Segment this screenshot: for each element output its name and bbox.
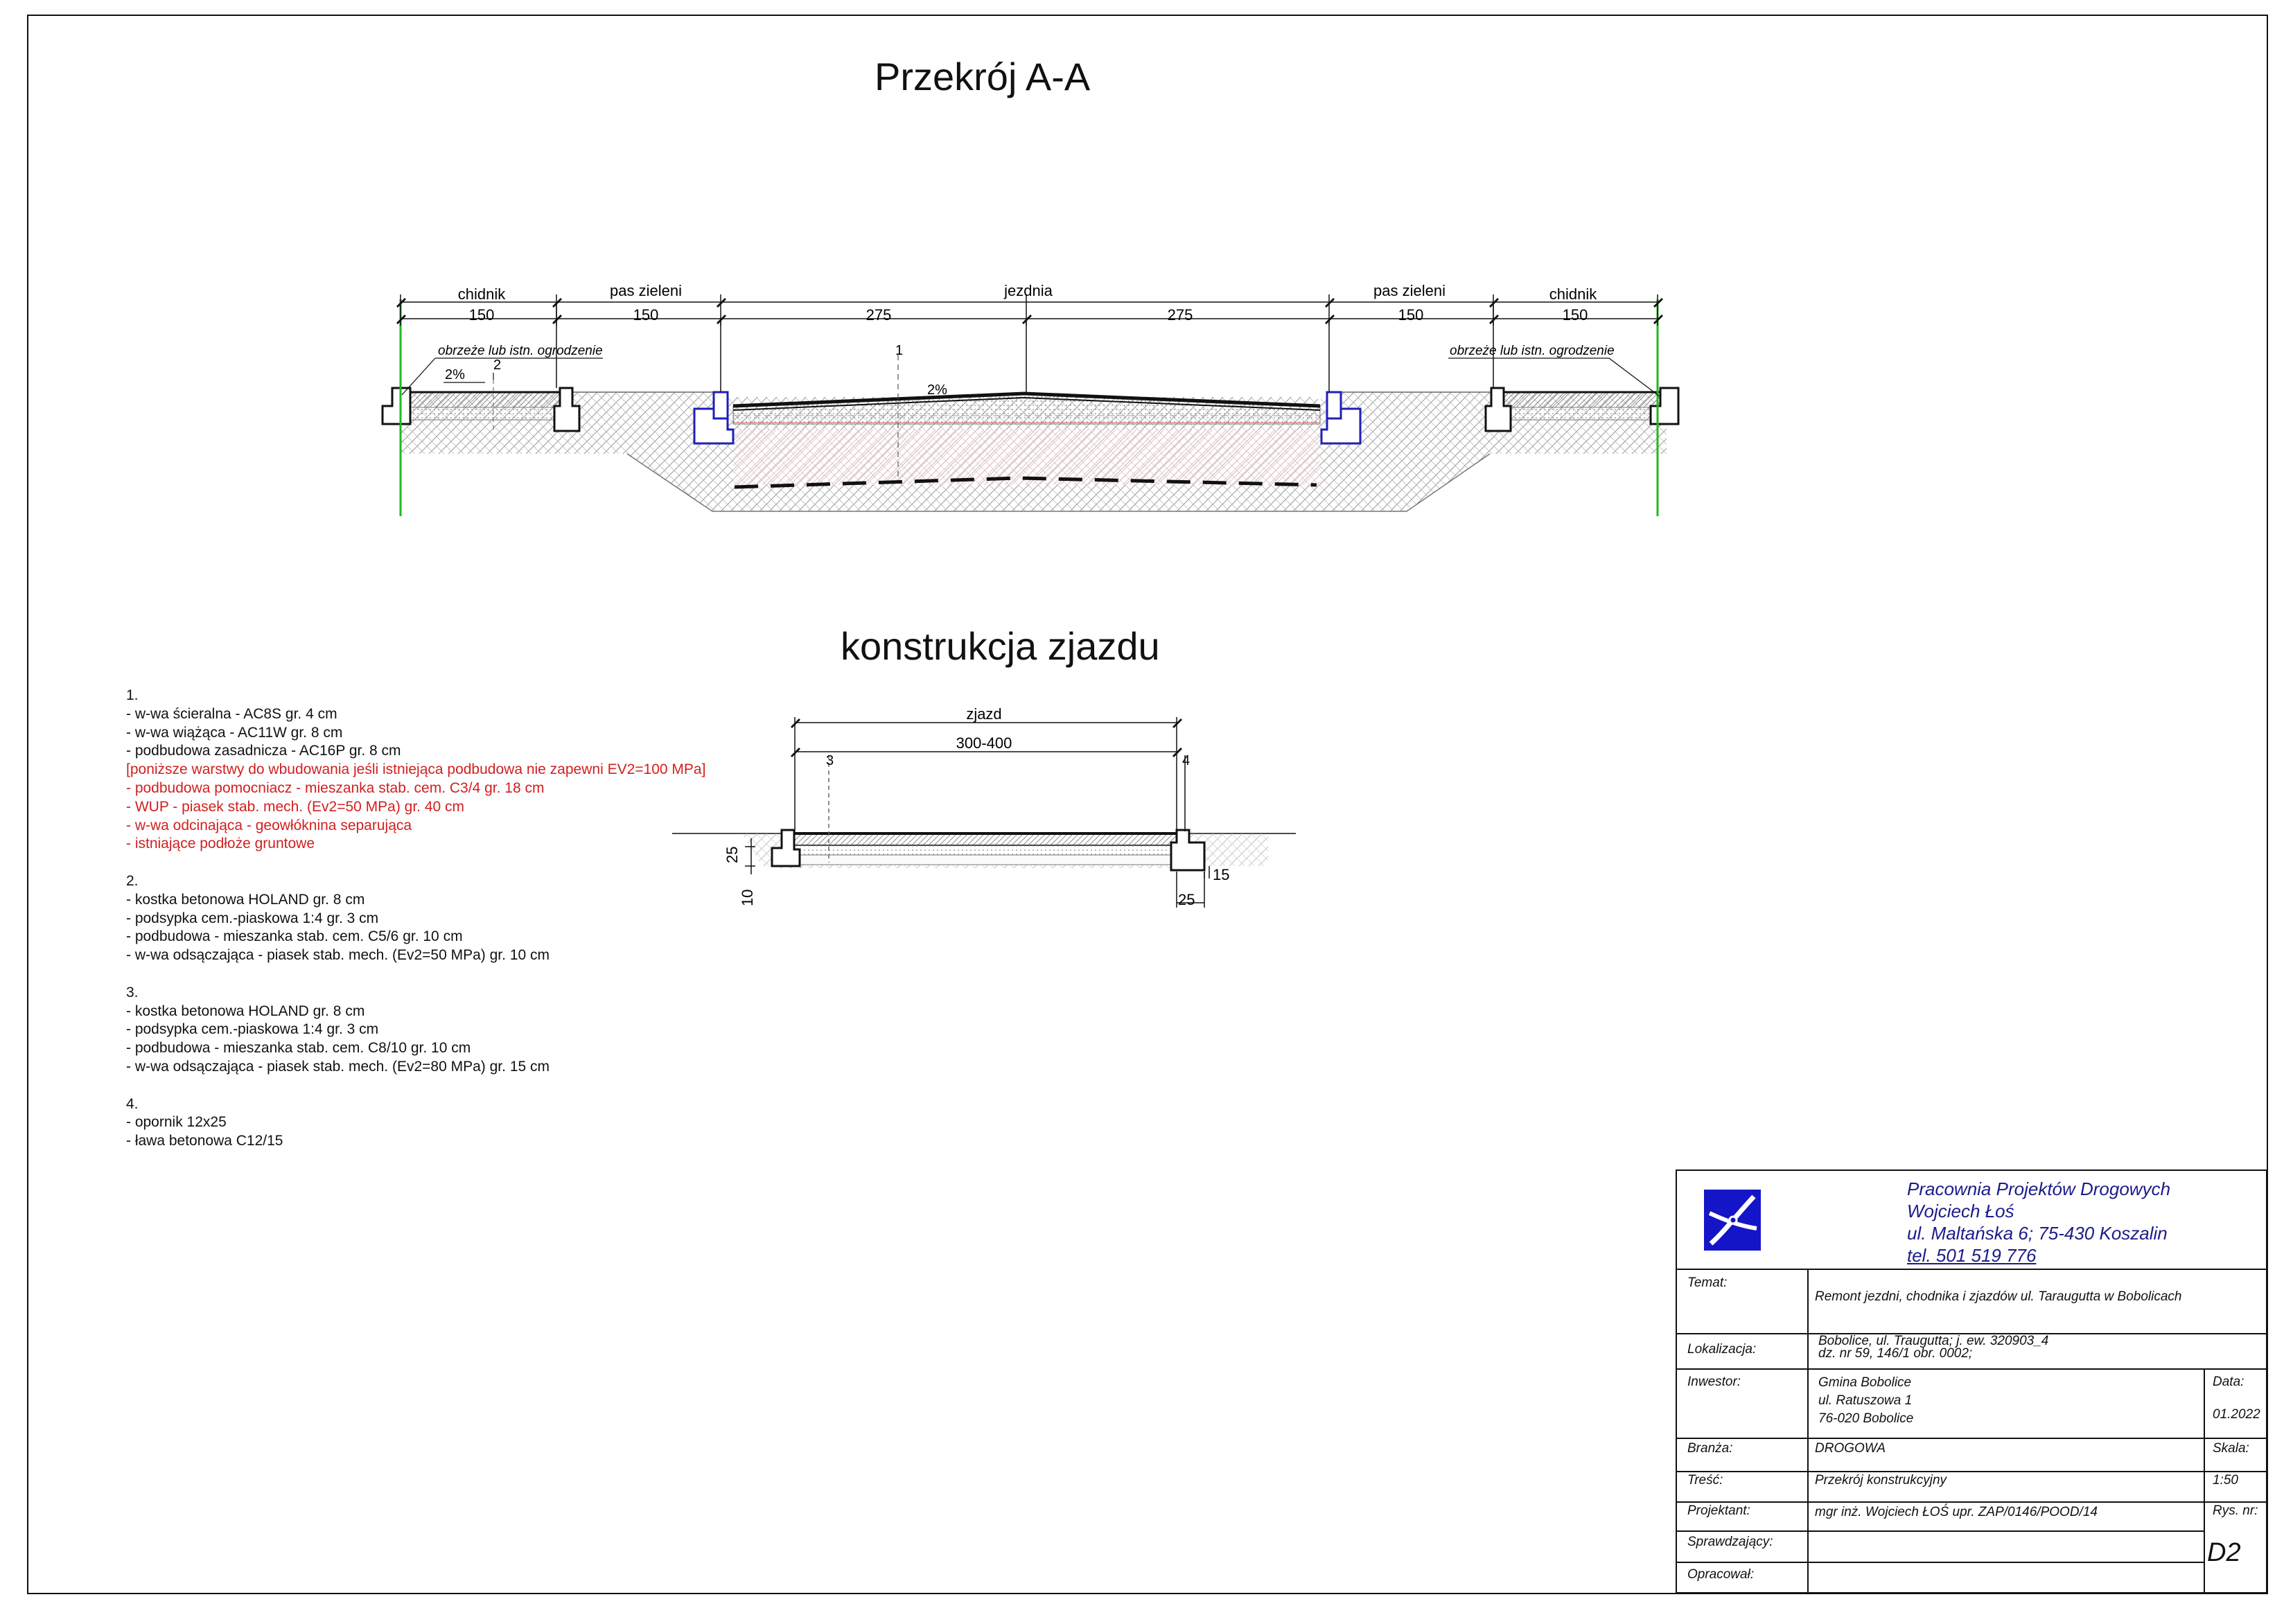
- dimension-ticks: [396, 298, 1663, 324]
- temat-label: Temat:: [1687, 1276, 1728, 1290]
- company-phone: tel. 501 519 776: [1907, 1245, 2037, 1266]
- slope-left: 2%: [445, 367, 465, 382]
- note-line: [126, 1077, 705, 1095]
- company-owner: Wojciech Łoś: [1907, 1201, 2014, 1221]
- inwestor-line1: Gmina Bobolice: [1818, 1375, 1912, 1390]
- inwestor-label: Inwestor:: [1687, 1375, 1741, 1389]
- dim-15-right: 15: [1213, 866, 1229, 883]
- driveway-kerb-left: [771, 829, 801, 867]
- tresc-value: Przekrój konstrukcyjny: [1815, 1473, 1947, 1488]
- dim-25-bottom: 25: [1178, 891, 1195, 908]
- dim-150-c: 150: [1398, 306, 1424, 324]
- cross-section-a-a: chidnik pas zieleni jezdnia pas zieleni …: [381, 282, 1680, 516]
- label-chodnik-left: chidnik: [458, 285, 506, 303]
- driveway-label: zjazd: [966, 705, 1001, 723]
- note-line: - istniające podłoże gruntowe: [126, 836, 315, 852]
- label-road: jezdnia: [1003, 282, 1053, 299]
- inwestor-line3: 76-020 Bobolice: [1818, 1411, 1914, 1426]
- geotextile-line: [734, 476, 1317, 489]
- note-line: 2.: [126, 872, 139, 889]
- note-line: - w-wa ścieralna - AC8S gr. 4 cm: [126, 705, 337, 722]
- dim-25-left: 25: [723, 847, 741, 863]
- lokalizacja-line2: dz. nr 59, 146/1 obr. 0002;: [1818, 1346, 1973, 1361]
- marker-4: 4: [1182, 753, 1190, 768]
- note-line: [poniższe warstwy do wbudowania jeśli is…: [126, 761, 706, 778]
- marker-1: 1: [895, 343, 903, 358]
- sprawdzajacy-label: Sprawdzający:: [1687, 1535, 1773, 1549]
- title-block-grid: [1676, 1170, 2267, 1594]
- projektant-value: mgr inż. Wojciech ŁOŚ upr. ZAP/0146/POOD…: [1815, 1505, 2098, 1519]
- skala-value: 1:50: [2213, 1473, 2238, 1488]
- note-line: - ława betonowa C12/15: [126, 1133, 283, 1149]
- note-line: - podsypka cem.-piaskowa 1:4 gr. 3 cm: [126, 1021, 379, 1038]
- note-line: - w-wa odsączająca - piasek stab. mech. …: [126, 947, 550, 964]
- dim-150-d: 150: [1563, 306, 1588, 324]
- road-subgrade-hatch: [733, 430, 1320, 485]
- driveway-width: 300-400: [956, 734, 1012, 752]
- annotation-right: obrzeże lub istn. ogrodzenie: [1450, 344, 1615, 358]
- inwestor-line2: ul. Ratuszowa 1: [1818, 1393, 1913, 1408]
- note-line: - podsypka cem.-piaskowa 1:4 gr. 3 cm: [126, 910, 379, 926]
- road-kerb-right: [1320, 391, 1362, 445]
- driveway-section: zjazd 300-400 3 4 25 10 15 25: [672, 705, 1296, 908]
- tresc-label: Treść:: [1687, 1473, 1723, 1488]
- section-title: Przekrój A-A: [875, 55, 1091, 98]
- note-line: 4.: [126, 1095, 139, 1112]
- data-label: Data:: [2213, 1375, 2244, 1389]
- driveway-paving: [792, 833, 1179, 846]
- note-line: - kostka betonowa HOLAND gr. 8 cm: [126, 891, 365, 908]
- note-line: - podbudowa pomocniacz - mieszanka stab.…: [126, 779, 545, 796]
- road-kerb-left: [693, 391, 735, 445]
- label-green-left: pas zieleni: [610, 282, 682, 299]
- note-line: - w-wa wiążąca - AC11W gr. 8 cm: [126, 724, 343, 741]
- dim-150-a: 150: [469, 306, 495, 324]
- company-name: Pracownia Projektów Drogowych: [1907, 1179, 2171, 1199]
- road-surface: [732, 391, 1321, 408]
- rys-label: Rys. nr:: [2213, 1503, 2258, 1518]
- marker-3: 3: [826, 753, 834, 768]
- sheet-frame: [27, 15, 2268, 1594]
- label-green-right: pas zieleni: [1373, 282, 1446, 299]
- title-block: Pracownia Projektów Drogowych Wojciech Ł…: [1676, 1170, 2267, 1593]
- label-chodnik-right: chidnik: [1549, 285, 1597, 303]
- lokalizacja-label: Lokalizacja:: [1687, 1342, 1757, 1357]
- branza-value: DROGOWA: [1815, 1441, 1886, 1456]
- note-line: - w-wa odcinająca - geowłóknina separują…: [126, 817, 412, 833]
- company-logo-icon: [1704, 1190, 1761, 1251]
- dim-150-b: 150: [633, 306, 659, 324]
- temat-value: Remont jezdni, chodnika i zjazdów ul. Ta…: [1815, 1289, 2182, 1304]
- annotation-left: obrzeże lub istn. ogrodzenie: [438, 344, 603, 358]
- note-line: - podbudowa - mieszanka stab. cem. C8/10…: [126, 1040, 471, 1057]
- driveway-kerb-right: [1170, 829, 1206, 872]
- marker-2: 2: [493, 358, 501, 373]
- note-line: - podbudowa - mieszanka stab. cem. C5/6 …: [126, 928, 463, 945]
- layer-notes: 1. - w-wa ścieralna - AC8S gr. 4 cm - w-wa…: [126, 687, 705, 1151]
- dim-275-a: 275: [866, 306, 892, 324]
- dim-275-b: 275: [1168, 306, 1193, 324]
- sidewalk-left: [381, 380, 581, 432]
- slope-road: 2%: [927, 382, 947, 398]
- note-line: - w-wa odsączająca - piasek stab. mech. …: [126, 1058, 550, 1075]
- note-line: 1.: [126, 687, 139, 703]
- note-line: - kostka betonowa HOLAND gr. 8 cm: [126, 1003, 365, 1019]
- note-line: 3.: [126, 984, 139, 1000]
- note-line: [126, 965, 705, 984]
- projektant-label: Projektant:: [1687, 1503, 1750, 1518]
- skala-label: Skala:: [2213, 1441, 2249, 1456]
- data-value: 01.2022: [2213, 1407, 2260, 1422]
- dim-10-left: 10: [739, 890, 756, 906]
- company-address: ul. Maltańska 6; 75-430 Koszalin: [1907, 1223, 2168, 1244]
- lokalizacja-line1: Bobolice, ul. Traugutta; j. ew. 320903_4: [1818, 1334, 2049, 1348]
- note-line: [126, 854, 705, 872]
- rys-value: D2: [2207, 1538, 2241, 1567]
- opracowal-label: Opracował:: [1687, 1567, 1755, 1582]
- note-line: - opornik 12x25: [126, 1114, 227, 1131]
- branza-label: Branża:: [1687, 1441, 1733, 1456]
- note-line: - podbudowa zasadnicza - AC16P gr. 8 cm: [126, 743, 401, 759]
- note-line: - WUP - piasek stab. mech. (Ev2=50 MPa) …: [126, 798, 465, 815]
- driveway-title: konstrukcja zjazdu: [841, 624, 1160, 668]
